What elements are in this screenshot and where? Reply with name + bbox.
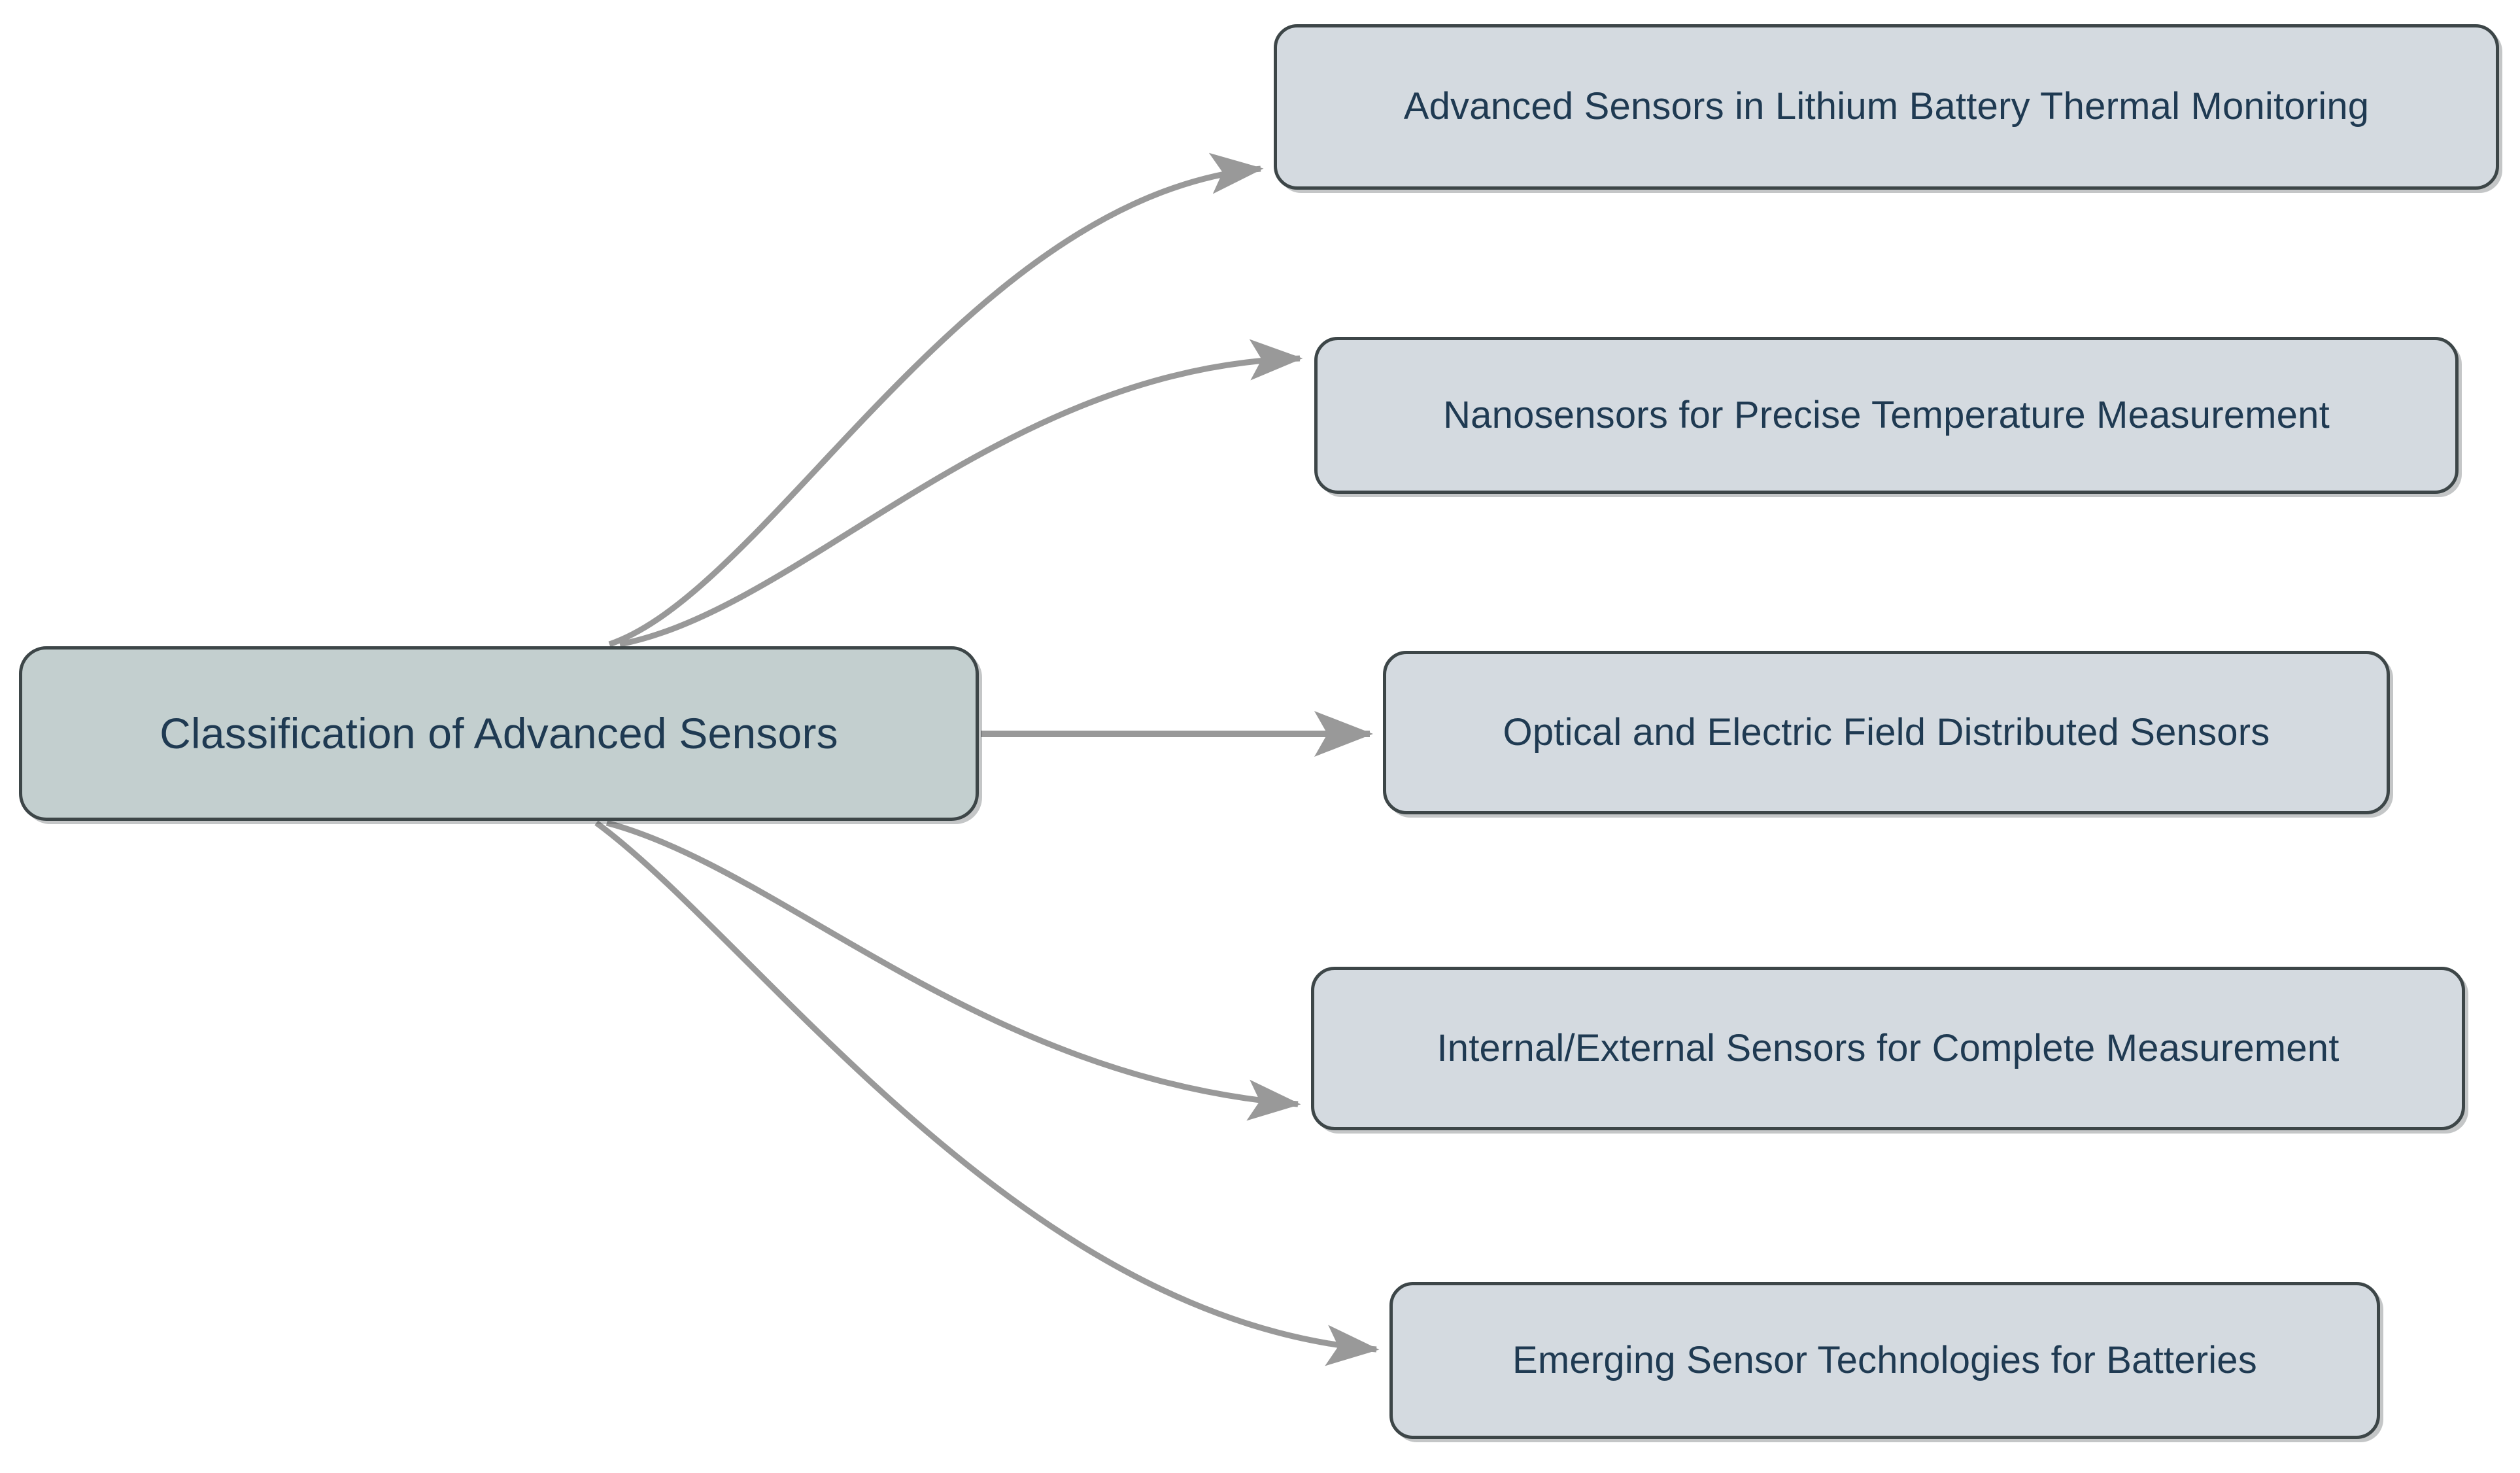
node-child-1-label: Advanced Sensors in Lithium Battery Ther… (1403, 85, 2370, 128)
node-internal-external-sensors-complete-measurement[interactable]: Internal/External Sensors for Complete M… (1311, 967, 2465, 1130)
node-nanosensors-precise-temperature-measurement[interactable]: Nanosensors for Precise Temperature Meas… (1314, 337, 2459, 494)
node-child-5-label: Emerging Sensor Technologies for Batteri… (1512, 1338, 2257, 1381)
edge-root-to-child-1 (608, 152, 1264, 648)
node-child-3-label: Optical and Electric Field Distributed S… (1503, 710, 2270, 754)
edge-root-to-child-5 (594, 820, 1380, 1366)
node-child-4-label: Internal/External Sensors for Complete M… (1437, 1026, 2340, 1069)
edge-root-to-child-2 (619, 339, 1303, 648)
node-root[interactable]: Classification of Advanced Sensors (19, 646, 979, 821)
node-root-label: Classification of Advanced Sensors (160, 708, 838, 757)
node-advanced-sensors-lithium-battery-thermal-monitoring[interactable]: Advanced Sensors in Lithium Battery Ther… (1274, 24, 2499, 190)
node-optical-electric-field-distributed-sensors[interactable]: Optical and Electric Field Distributed S… (1383, 651, 2390, 814)
node-child-2-label: Nanosensors for Precise Temperature Meas… (1443, 393, 2330, 436)
edge-root-to-child-4 (605, 820, 1301, 1121)
node-emerging-sensor-technologies-batteries[interactable]: Emerging Sensor Technologies for Batteri… (1389, 1282, 2380, 1439)
